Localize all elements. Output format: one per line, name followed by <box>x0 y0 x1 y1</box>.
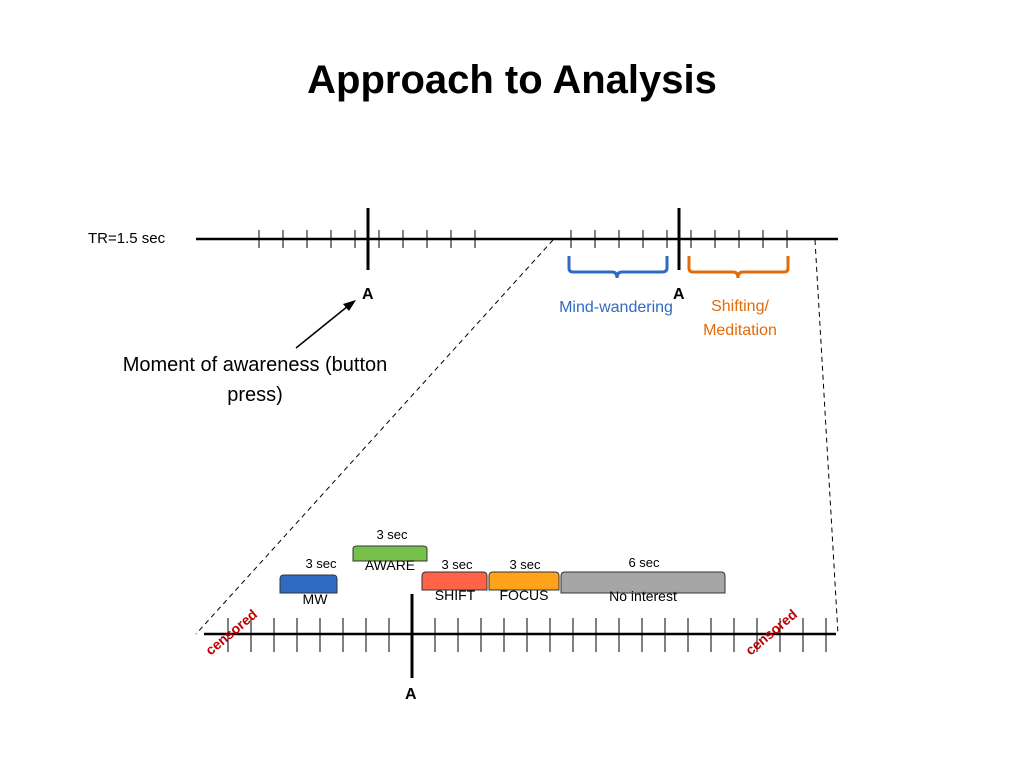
block-mw-duration: 3 sec <box>305 556 337 571</box>
awareness-label-1: A <box>362 286 374 303</box>
zoom-line-right <box>814 239 839 635</box>
block-aware-name: AWARE <box>364 557 416 573</box>
shifting-meditation-label: Shifting/ Meditation <box>703 298 777 339</box>
slide-title: Approach to Analysis <box>307 58 717 102</box>
block-focus-duration: 3 sec <box>509 557 541 572</box>
awareness-label-2: A <box>673 286 685 303</box>
bottom-timeline-ticks <box>227 618 827 652</box>
block-aware <box>352 545 428 562</box>
block-no-interest <box>560 571 726 594</box>
awareness-label-bottom: A <box>405 686 417 703</box>
block-mw <box>279 574 338 594</box>
block-shift-duration: 3 sec <box>441 557 473 572</box>
block-aware-duration: 3 sec <box>376 527 408 542</box>
top-timeline-ticks <box>258 230 788 248</box>
block-shift-name: SHIFT <box>434 587 476 603</box>
arrow-head-icon <box>343 300 356 311</box>
block-focus <box>488 571 560 591</box>
block-mw-name: MW <box>302 591 328 607</box>
awareness-arrow <box>295 305 349 349</box>
block-no-interest-name: No interest <box>609 588 677 604</box>
block-no-interest-duration: 6 sec <box>628 555 660 570</box>
moment-of-awareness-label: Moment of awareness (button press) <box>122 354 388 406</box>
shifting-bracket <box>687 256 790 279</box>
tr-label: TR=1.5 sec <box>88 230 166 247</box>
mind-wandering-label: Mind-wandering <box>559 299 673 316</box>
block-focus-name: FOCUS <box>499 587 549 603</box>
block-shift <box>421 571 488 591</box>
zoom-line-left <box>195 239 554 635</box>
mind-wandering-bracket <box>567 256 669 279</box>
